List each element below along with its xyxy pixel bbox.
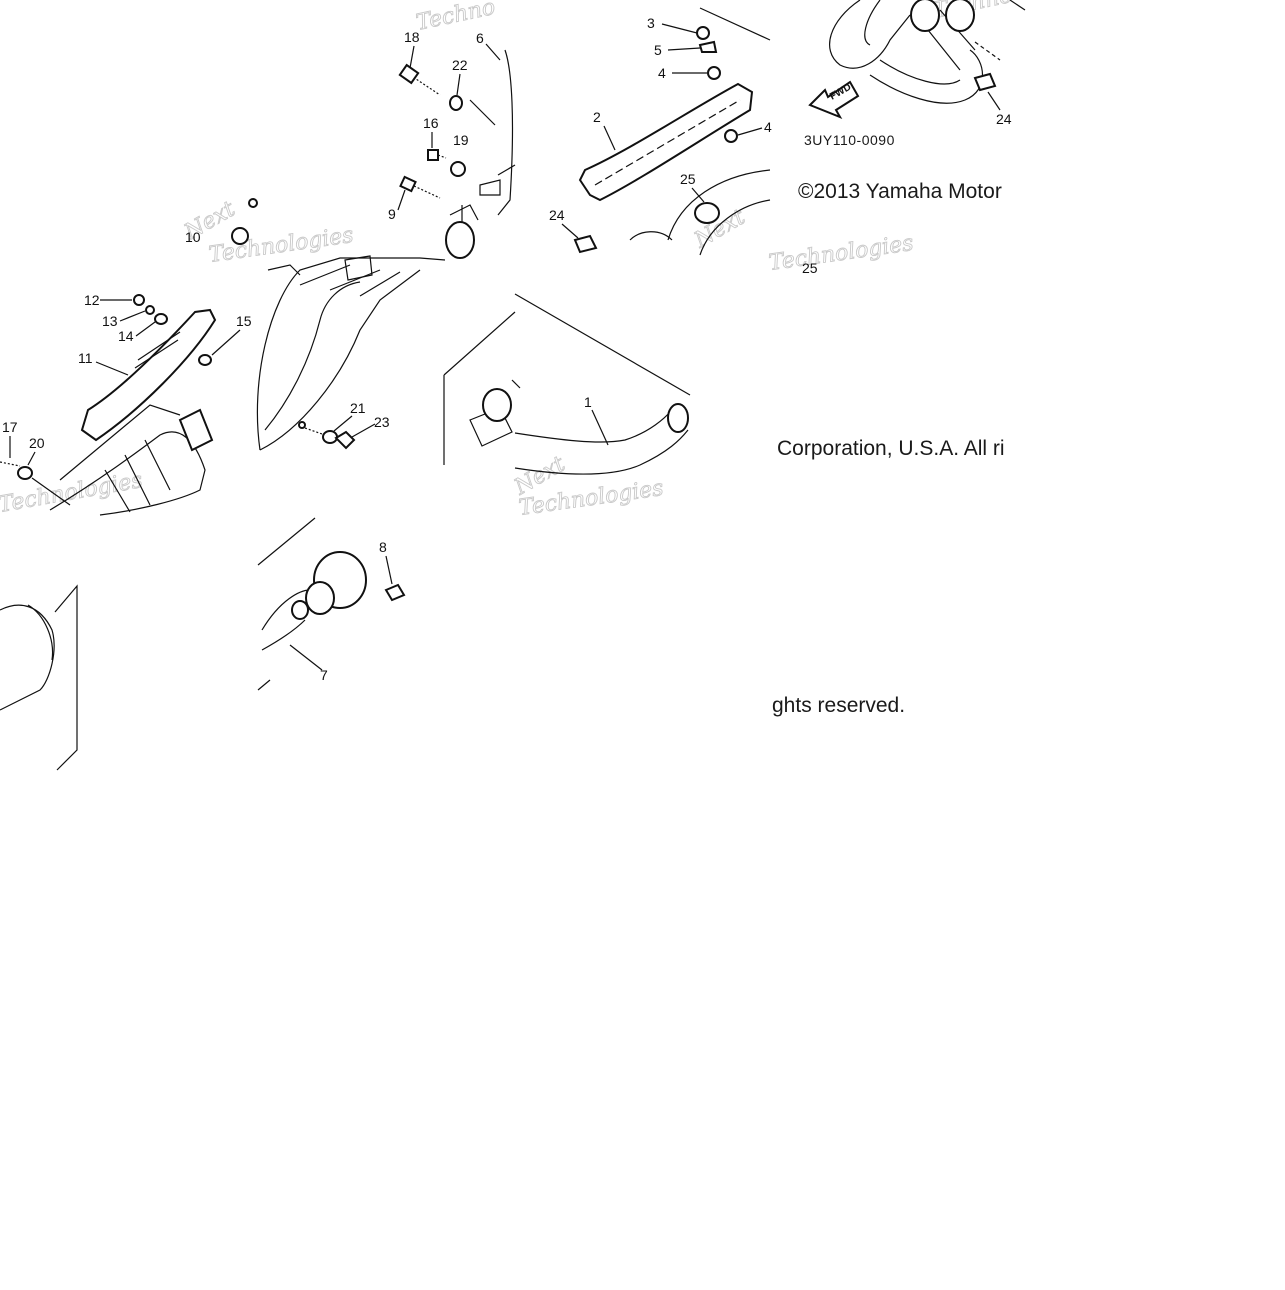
callout-15: 15 bbox=[236, 313, 252, 329]
tile-center-shield: 21 23 bbox=[256, 255, 446, 451]
watermark-text: Technologies bbox=[767, 231, 915, 276]
callout-25b: 25 bbox=[802, 260, 818, 276]
callout-7: 7 bbox=[320, 667, 328, 683]
tile-clamp-bracket: 18 22 6 16 19 9 bbox=[388, 29, 516, 259]
callout-16: 16 bbox=[423, 115, 439, 131]
tile-muffler-end bbox=[0, 584, 78, 771]
callout-20: 20 bbox=[29, 435, 45, 451]
callout-9: 9 bbox=[388, 206, 396, 222]
watermark-text: Technologies bbox=[207, 223, 355, 268]
callout-25: 25 bbox=[680, 171, 696, 187]
callout-3: 3 bbox=[647, 15, 655, 31]
tile-top-left: 10 bbox=[185, 198, 258, 245]
callout-19: 19 bbox=[453, 132, 469, 148]
callout-10: 10 bbox=[185, 229, 201, 245]
callout-8: 8 bbox=[379, 539, 387, 555]
copyright-line-2: Corporation, U.S.A. All ri bbox=[777, 437, 1005, 460]
tile-header-pipe: 24 FWD 25 bbox=[802, 0, 1026, 276]
tile-muffler-cover: 12 13 14 11 15 17 20 bbox=[0, 292, 252, 516]
copyright-line-1: ©2013 Yamaha Motor bbox=[798, 180, 1002, 203]
watermark-text: Techno bbox=[414, 0, 497, 36]
part-code: 3UY110-0090 bbox=[804, 132, 895, 148]
callout-21: 21 bbox=[350, 400, 366, 416]
tile-tail-pipe: 8 7 bbox=[257, 517, 406, 691]
callout-4: 4 bbox=[658, 65, 666, 81]
callout-5: 5 bbox=[654, 42, 662, 58]
callout-22: 22 bbox=[452, 57, 468, 73]
callout-4b: 4 bbox=[764, 119, 772, 135]
callout-17: 17 bbox=[2, 419, 18, 435]
tile-exhaust-pipe: 1 bbox=[443, 293, 691, 475]
callout-24b: 24 bbox=[996, 111, 1012, 127]
copyright-line-3: ghts reserved. bbox=[772, 694, 906, 717]
tile-heat-protector: 3 5 4 2 4 25 24 bbox=[549, 7, 772, 256]
callout-11: 11 bbox=[78, 350, 93, 366]
callout-23: 23 bbox=[374, 414, 390, 430]
callout-2: 2 bbox=[593, 109, 601, 125]
callout-14: 14 bbox=[118, 328, 134, 344]
callout-1: 1 bbox=[584, 394, 592, 410]
callout-18: 18 bbox=[404, 29, 420, 45]
callout-24: 24 bbox=[549, 207, 565, 223]
callout-13: 13 bbox=[102, 313, 118, 329]
callout-6: 6 bbox=[476, 30, 484, 46]
callout-12: 12 bbox=[84, 292, 100, 308]
